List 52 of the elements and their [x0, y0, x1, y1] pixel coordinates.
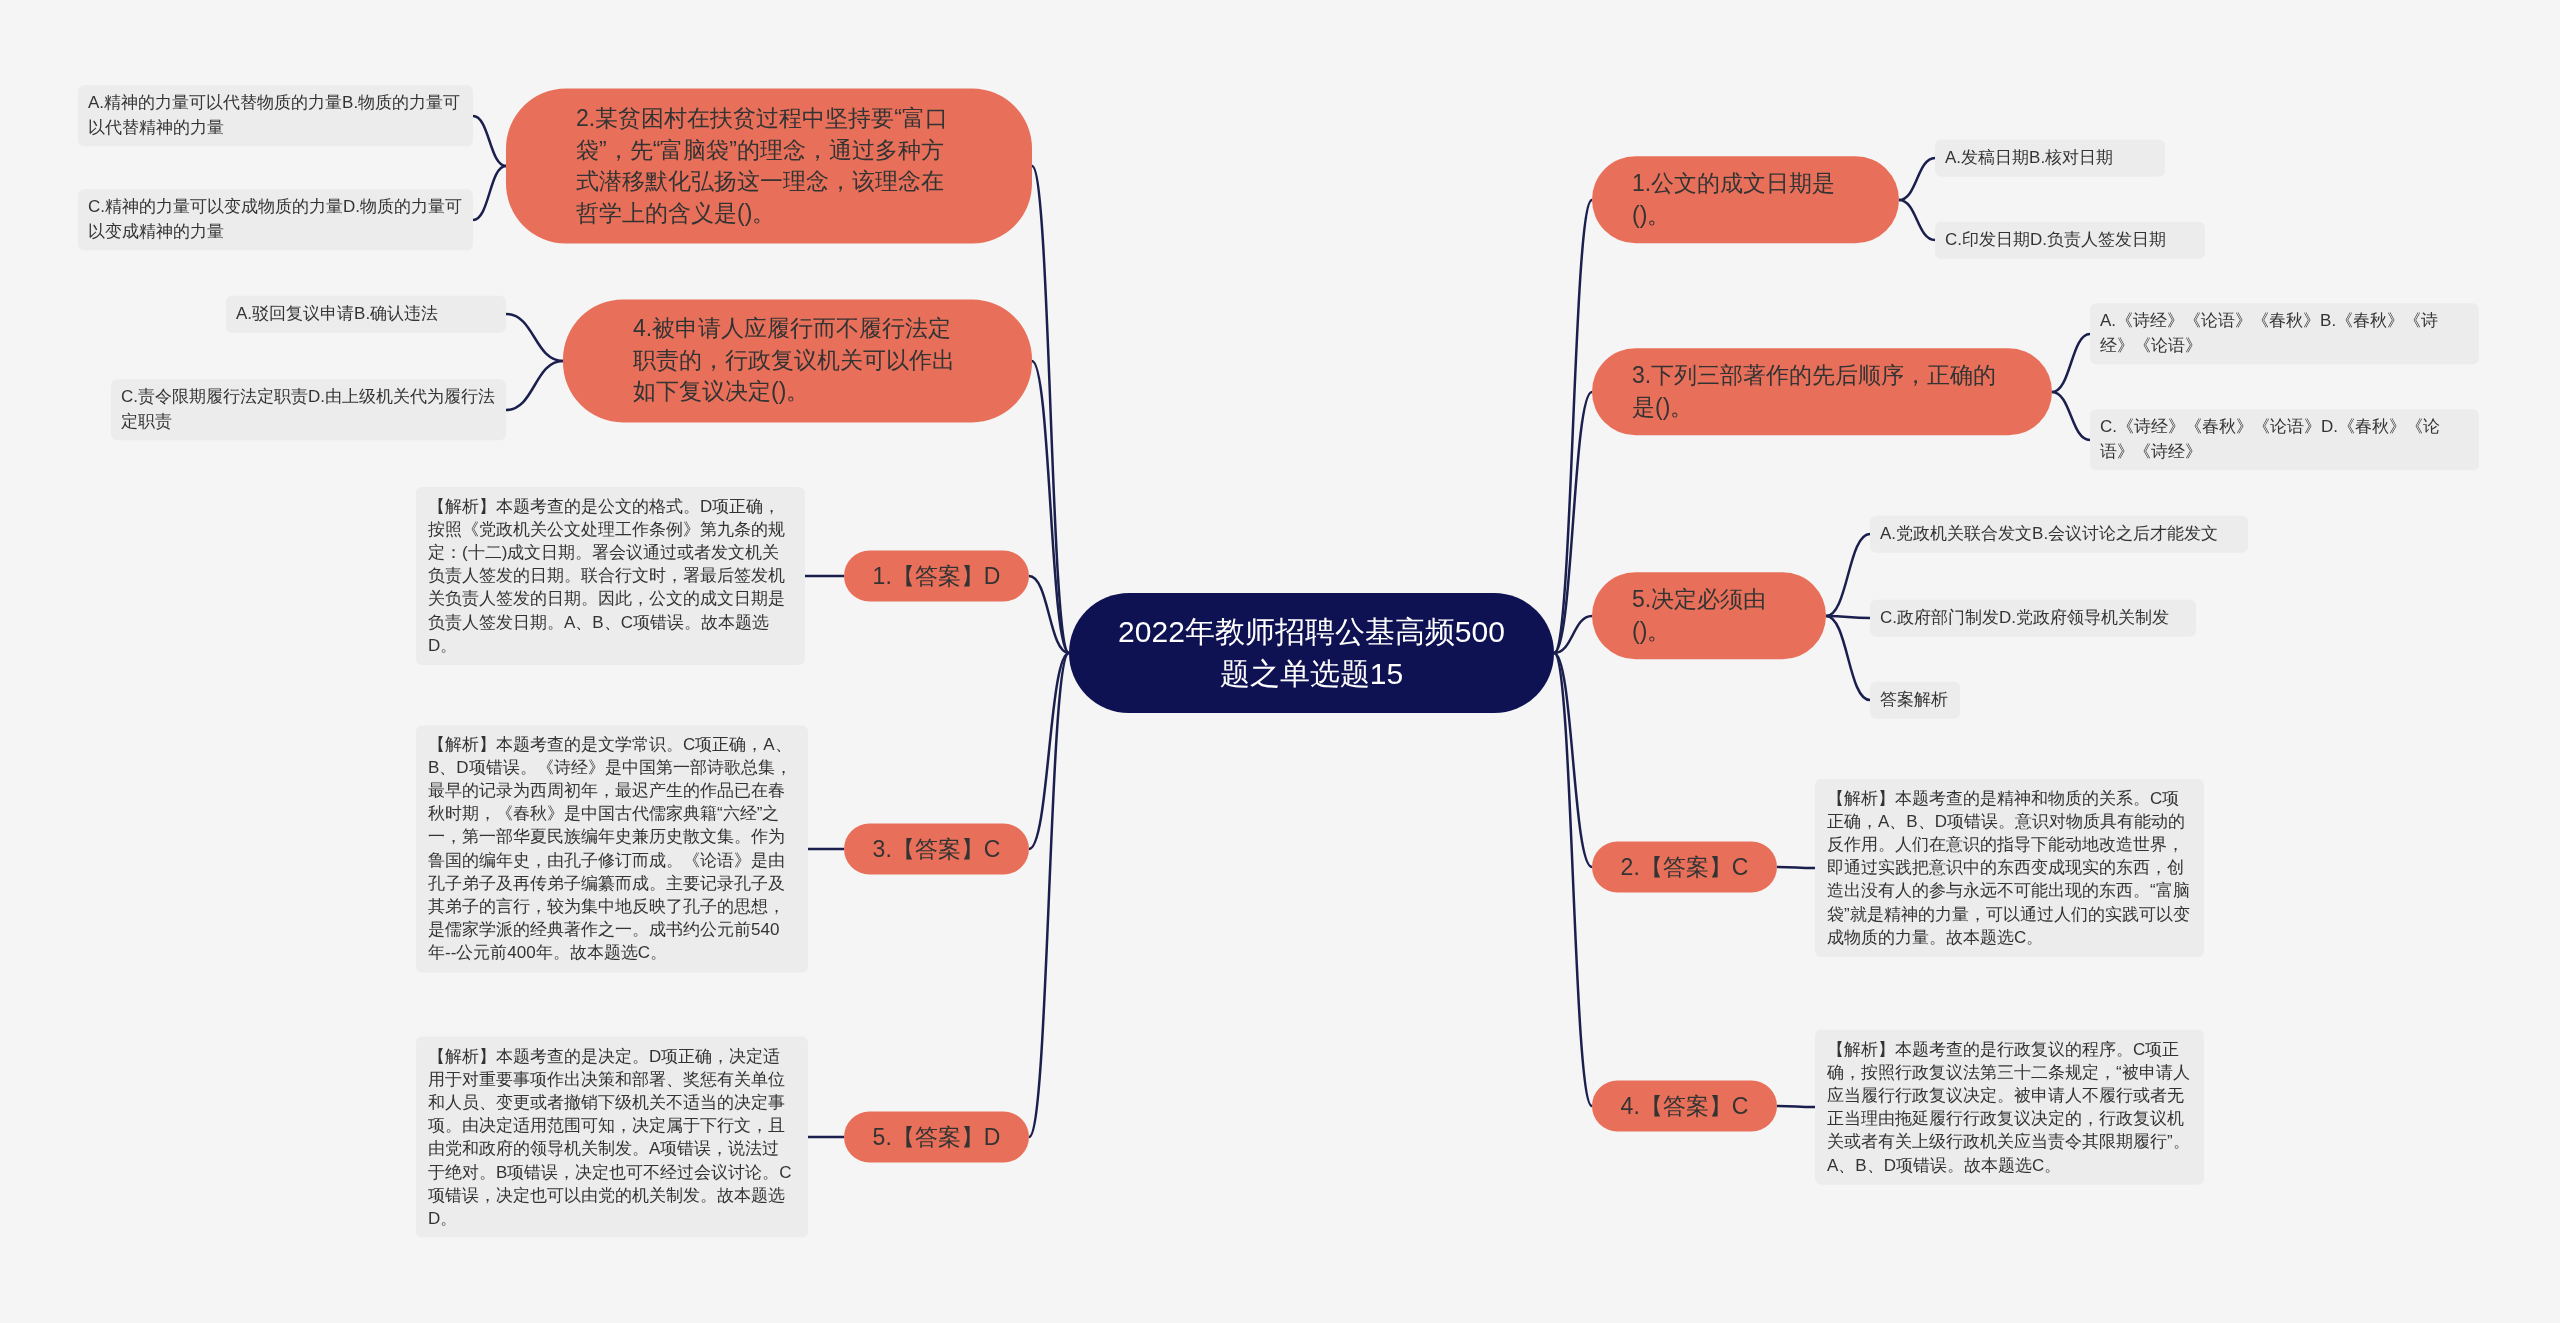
connector-line — [1552, 199, 1594, 654]
connector-line — [1027, 652, 1071, 1138]
connector-line — [505, 359, 564, 412]
option-box: C.政府部门制发D.党政府领导机关制发 — [1870, 599, 2196, 637]
connector-line — [1898, 198, 1936, 242]
connector-line — [1777, 1104, 1815, 1109]
connector-line — [1553, 652, 1593, 868]
question-bubble: 5.决定必须由()。 — [1592, 572, 1826, 660]
option-box: A.党政机关联合发文B.会议讨论之后才能发文 — [1870, 515, 2248, 553]
explanation-box: 【解析】本题考查的是决定。D项正确，决定适用于对重要事项作出决策和部署、奖惩有关单位和人员、变更或者撤销下级机关不适当的决定事项。由决定适用范围可知，决定属于下行文，且由党和政府的领导机关制发。A项错误，说法过于绝对。B项错误，决定也可不经过会议讨论。C项错误，决定也可以由党的机关制发。故本题选D。 — [416, 1036, 808, 1238]
option-box: A.精神的力量可以代替物质的力量B.物质的力量可以代替精神的力量 — [78, 85, 473, 147]
connector-line — [1028, 574, 1070, 655]
connector-line — [1030, 165, 1071, 654]
question-bubble: 2.某贫困村在扶贫过程中坚持要“富口袋”，先“富脑袋”的理念，通过多种方式潜移默化弘扬这一理念，该理念在哲学上的含义是()。 — [506, 88, 1032, 244]
answer-bubble: 2.【答案】C — [1592, 841, 1777, 893]
question-bubble: 3.下列三部著作的先后顺序，正确的是()。 — [1592, 348, 2052, 436]
answer-bubble: 3.【答案】C — [844, 823, 1029, 875]
connector-line — [2051, 332, 2091, 394]
option-box: C.精神的力量可以变成物质的力量D.物质的力量可以变成精神的力量 — [78, 189, 473, 251]
connector-line — [1028, 652, 1070, 850]
connector-line — [472, 164, 507, 222]
option-box: A.发稿日期B.核对日期 — [1935, 139, 2165, 177]
connector-line — [472, 114, 507, 168]
connector-line — [1031, 360, 1070, 654]
option-box: 答案解析 — [1870, 681, 1960, 719]
connector-line — [1898, 156, 1936, 202]
option-box: C.印发日期D.负责人签发日期 — [1935, 221, 2205, 259]
connector-line — [805, 574, 844, 578]
option-box: A.《诗经》《论语》《春秋》B.《春秋》《诗经》《论语》 — [2090, 303, 2479, 365]
option-box: A.驳回复议申请B.确认违法 — [226, 295, 506, 333]
explanation-box: 【解析】本题考查的是精神和物质的关系。C项正确，A、B、D项错误。意识对物质具有能动的反作用。人们在意识的指导下能动地改造世界，即通过实践把意识中的东西变成现实的东西，创造出没有人的参与永远不可能出现的东西。“富脑袋”就是精神的力量，可以通过人们的实践可以变成物质的力量。故本题选C。 — [1815, 779, 2204, 957]
answer-bubble: 4.【答案】C — [1592, 1080, 1777, 1132]
connector-line — [2051, 390, 2091, 442]
question-bubble: 4.被申请人应履行而不履行法定职责的，行政复议机关可以作出如下复议决定()。 — [563, 299, 1032, 423]
explanation-box: 【解析】本题考查的是公文的格式。D项正确，按照《党政机关公文处理工作条例》第九条的规定：(十二)成文日期。署会议通过或者发文机关负责人签发的日期。联合行文时，署最后签发机关负责人签发的日期。因此，公文的成文日期是负责人签发日期。A、B、C项错误。故本题选D。 — [416, 487, 805, 665]
answer-bubble: 5.【答案】D — [844, 1111, 1029, 1163]
explanation-box: 【解析】本题考查的是文学常识。C项正确，A、B、D项错误。《诗经》是中国第一部诗歌总集，最早的记录为西周初年，最迟产生的作品已在春秋时期，《春秋》是中国古代儒家典籍“六经”之一，第一部华夏民族编年史兼历史散文集。作为鲁国的编年史，由孔子修订而成。《论语》是由孔子弟子及再传弟子编纂而成。主要记录孔子及其弟子的言行，较为集中地反映了孔子的思想，是儒家学派的经典著作之一。成书约公元前540年--公元前400年。故本题选C。 — [416, 725, 808, 973]
connector-line — [808, 847, 844, 851]
connector-line — [1777, 865, 1815, 870]
central-topic: 2022年教师招聘公基高频500题之单选题15 — [1069, 593, 1554, 713]
explanation-box: 【解析】本题考查的是行政复议的程序。C项正确，按照行政复议法第三十二条规定，“被申请人应当履行行政复议决定。被申请人不履行或者无正当理由拖延履行行政复议决定的，行政复议机关或者有关上级行政机关应当责令其限期履行”。A、B、D项错误。故本题选C。 — [1815, 1029, 2204, 1185]
question-bubble: 1.公文的成文日期是()。 — [1592, 156, 1899, 244]
option-box: C.责令限期履行法定职责D.由上级机关代为履行法定职责 — [111, 379, 506, 441]
connector-line — [1825, 532, 1871, 618]
connector-line — [1825, 614, 1871, 702]
connector-line — [808, 1135, 844, 1139]
connector-line — [1552, 652, 1594, 1107]
connector-line — [1553, 614, 1593, 655]
connector-line — [1553, 391, 1593, 654]
answer-bubble: 1.【答案】D — [844, 550, 1029, 602]
connector-line — [1826, 614, 1870, 620]
option-box: C.《诗经》《春秋》《论语》D.《春秋》《论语》《诗经》 — [2090, 409, 2479, 471]
